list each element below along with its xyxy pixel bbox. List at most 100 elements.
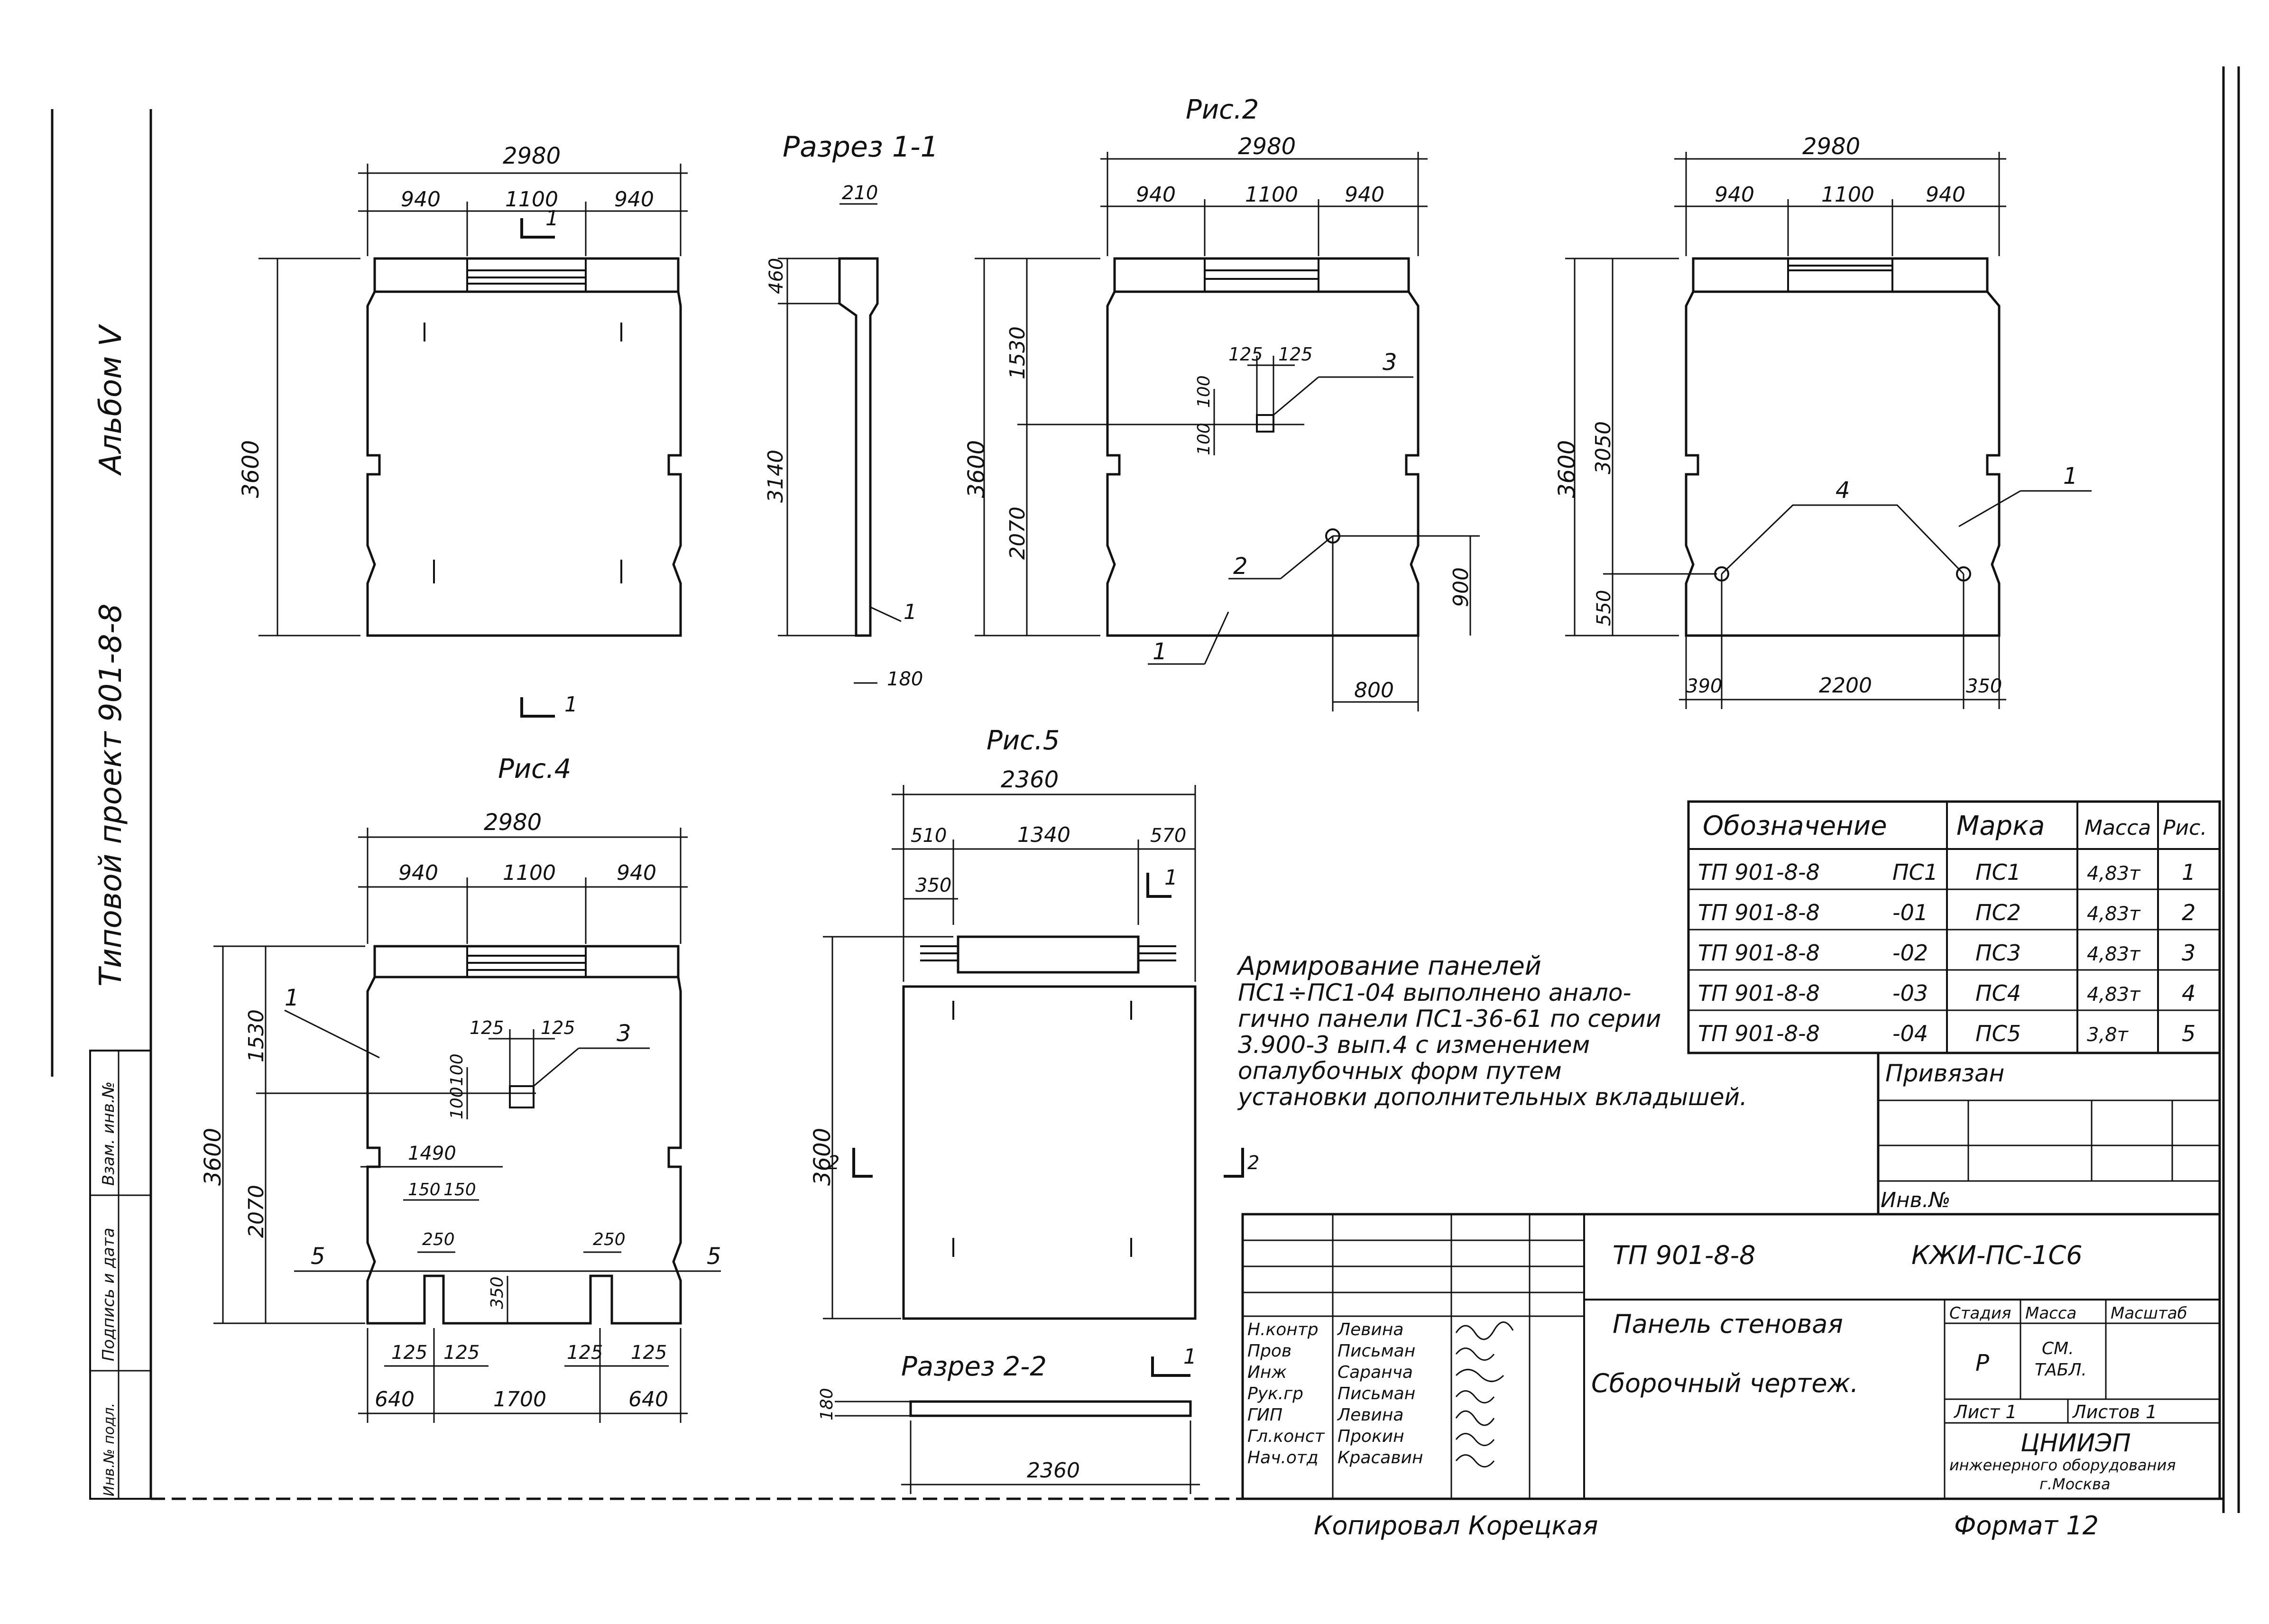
stamp-role: Нач.отд [1247,1448,1319,1467]
spec-cell-mark: ПС1 [1975,859,2021,885]
spec-cell-fig: 5 [2182,1021,2195,1046]
fig2-dim-height: 3600 [963,440,990,498]
fig1-cut-mark-bottom: 1 [564,692,578,717]
inv-no-label: Инв.№ [1881,1188,1950,1212]
stamp-name: Саранча [1337,1363,1413,1382]
fig3-dim-width: 2980 [1802,133,1860,160]
fig2-dim-800: 800 [1354,678,1394,702]
sec11-dim-180: 180 [887,668,923,690]
fig5-title: Рис.5 [987,725,1060,756]
spec-row: ТП 901-8-8 -03 ПС4 4,83т 4 [1698,980,2195,1006]
fig4-dim-100b: 100 [447,1087,467,1119]
spec-row: ТП 901-8-8 -04 ПС5 3,8т 5 [1698,1021,2195,1046]
stamp-name: Прокин [1337,1427,1404,1446]
copied-by: Копировал Корецкая [1314,1511,1598,1541]
fig5-dim-510: 510 [911,825,947,847]
spec-cell-mass: 4,83т [2087,903,2141,925]
spec-header-mark: Марка [1956,811,2045,841]
fig4-callout-3: 3 [617,1020,631,1047]
section-2-2: Разрез 2-2 1 180 2360 [817,1345,1200,1494]
fig4-cut-5-left: 5 [311,1243,325,1270]
fig5-cut-2-left: 2 [828,1152,839,1174]
fig2-dim-900: 900 [1449,567,1473,607]
vz-inv-label: Взам. инв.№ [99,1081,118,1186]
sign-date-label: Подпись и дата [99,1227,118,1361]
fig1-dim-width: 2980 [503,143,561,169]
fig3-callout-1: 1 [2063,463,2078,489]
spec-cell-mass: 3,8т [2087,1024,2129,1046]
stamp-person-row: Н.контр Левина [1247,1320,1403,1339]
fig2-dim-100b: 100 [1194,423,1214,455]
stamp-person-row: Пров Письман [1247,1341,1415,1361]
note-line-2: ПС1÷ПС1-04 выполнено анало- [1238,979,1631,1006]
fig3-dim-550: 550 [1593,590,1615,626]
fig2-dim-width: 2980 [1238,133,1296,160]
stamp-name: Красавин [1337,1448,1423,1467]
spec-cell-mass: 4,83т [2087,984,2141,1006]
fig3-dim-2200: 2200 [1819,674,1872,698]
fig4-callout-1: 1 [285,985,299,1011]
fig2-panel: Рис.2 3 2 1 2980 940 1100 940 360 [963,94,1480,711]
spec-cell-fig: 2 [2182,900,2195,925]
fig4-dim-150b: 150 [443,1180,476,1200]
fig1-panel: 2980 940 1100 940 3600 1 1 [238,143,688,718]
section-2-2-title: Разрез 2-2 [901,1351,1047,1382]
stamp-name: Левина [1337,1405,1403,1425]
fig3-dim-3050: 3050 [1591,421,1615,474]
fig3-dim-350: 350 [1966,675,2002,697]
stamp-mass-value-2: ТАБЛ. [2035,1360,2087,1380]
spec-cell-fig: 4 [2182,980,2195,1006]
stamp-person-row: Рук.гр Письман [1247,1384,1415,1403]
spec-row: ТП 901-8-8 -01 ПС2 4,83т 2 [1698,900,2195,925]
project-title-vertical: Типовой проект 901-8-8 [93,603,129,987]
spec-cell-suffix: -03 [1892,980,1928,1006]
fig2-callout-2: 2 [1233,553,1248,580]
fig3-dim-height: 3600 [1554,440,1580,498]
fig5-dim-height: 3600 [809,1128,836,1186]
sec22-dim-2360: 2360 [1027,1458,1080,1483]
sheet-format: Формат 12 [1954,1511,2099,1541]
stamp-title-1: Панель стеновая [1613,1309,1843,1339]
fig4-cut-5-right: 5 [707,1243,721,1270]
stamp-role: Гл.конст [1247,1427,1325,1446]
fig5-cut-1: 1 [1164,866,1178,890]
title-block: ТП 901-8-8 КЖИ-ПС-1С6 Панель стеновая Сб… [1241,1213,2221,1500]
fig1-dim-height: 3600 [238,440,264,498]
binding-block: Привязан Инв.№ [1877,1052,2221,1216]
fig4-dim-125a: 125 [470,1017,504,1038]
stamp-name: Письман [1337,1384,1415,1403]
fig2-callout-3: 3 [1383,349,1397,376]
stamp-org-1: ЦНИИЭП [2020,1429,2131,1458]
stamp-person-row: Инж Саранча [1247,1363,1413,1382]
stamp-role: ГИП [1247,1405,1282,1425]
spec-cell-designation: ТП 901-8-8 [1698,900,1820,925]
fig4-dim-125f: 125 [631,1342,667,1364]
spec-row: ТП 901-8-8 -02 ПС3 4,83т 3 [1698,940,2195,966]
album-title-vertical: Альбом V [93,323,129,476]
signature-marks [1455,1321,1514,1467]
fig4-dim-125c: 125 [391,1342,427,1364]
stamp-scale-header: Масштаб [2111,1304,2187,1323]
fig1-cut-mark-top: 1 [545,206,559,231]
stamp-stage-value: Р [1975,1350,1989,1376]
fig4-dim-mid: 1100 [503,861,556,885]
stamp-role: Инж [1247,1363,1287,1382]
fig2-dim-2070: 2070 [1005,507,1030,560]
stamp-title-2: Сборочный чертеж. [1591,1368,1858,1398]
spec-cell-fig: 1 [2182,859,2195,885]
fig4-dim-125b: 125 [541,1017,575,1038]
spec-cell-designation: ТП 901-8-8 [1698,859,1820,885]
stamp-org-3: г.Москва [2039,1475,2111,1493]
fig4-dim-125e: 125 [567,1342,603,1364]
fig4-dim-right: 940 [617,861,656,885]
fig4-dim-640a: 640 [375,1387,415,1412]
spec-cell-designation: ТП 901-8-8 [1698,980,1820,1006]
stamp-sheet-code: КЖИ-ПС-1С6 [1911,1240,2083,1270]
fig4-dim-height: 3600 [200,1128,226,1186]
spec-cell-designation: ТП 901-8-8 [1698,940,1820,966]
stamp-org-2: инженерного оборудования [1949,1456,2176,1474]
fig2-dim-right: 940 [1345,183,1384,207]
stamp-mass-header: Масса [2025,1304,2076,1323]
sec11-dim-top: 210 [842,182,878,204]
sec22-dim-180: 180 [817,1388,837,1421]
